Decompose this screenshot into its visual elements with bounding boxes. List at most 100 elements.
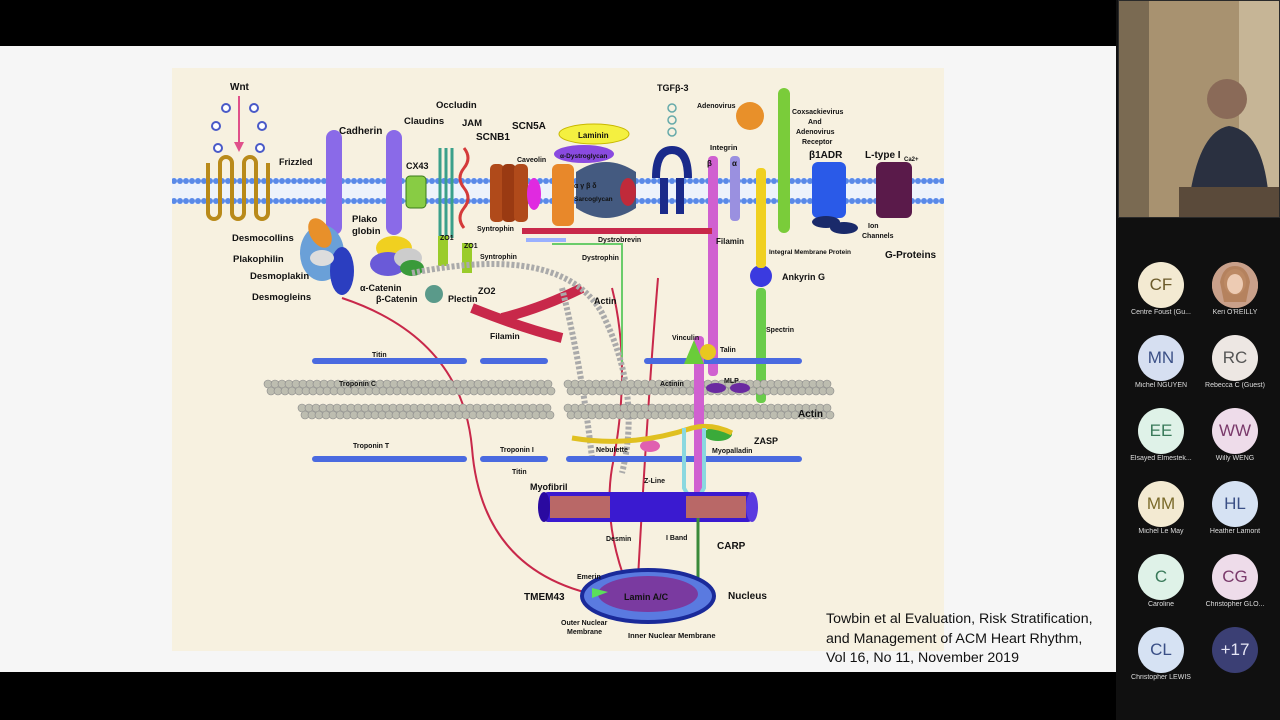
label-outer1: Outer Nuclear: [561, 620, 608, 627]
participant-avatar: WW: [1212, 408, 1258, 454]
participant-name: Elsayed Elmestek...: [1130, 455, 1192, 462]
label-nucleus: Nucleus: [728, 591, 767, 602]
label-acatenin: α-Catenin: [360, 283, 402, 293]
figure-labels: WntFrizzledCadherinClaudinsOccludinJAMSC…: [230, 82, 937, 640]
label-nebulette: Nebulette: [596, 447, 628, 454]
label-lamin: Lamin A/C: [624, 592, 669, 602]
label-b1adr: β1ADR: [809, 150, 843, 161]
participant-name: Keri O'REILLY: [1212, 309, 1258, 316]
speaker-silhouette: [1119, 1, 1279, 217]
label-dystrophin: Dystrophin: [582, 255, 619, 262]
label-plakoglobin: Plako: [352, 214, 378, 225]
label-laminin: Laminin: [578, 131, 609, 140]
label-actin: Actin: [594, 296, 617, 306]
label-sarcoglycan: Sarcoglycan: [574, 196, 613, 203]
label-desmocollins: Desmocollins: [232, 233, 294, 244]
speaker-video[interactable]: [1118, 0, 1280, 218]
label-tmem43: TMEM43: [524, 592, 565, 603]
participant-avatar: C: [1138, 554, 1184, 600]
label-outer2: Membrane: [567, 629, 602, 636]
label-scn5a: SCN5A: [512, 121, 546, 132]
label-actinin: Actinin: [660, 381, 684, 388]
label-tgfb3: TGFβ-3: [657, 83, 689, 93]
participant-avatar: EE: [1138, 408, 1184, 454]
label-filamin: Filamin: [716, 237, 744, 246]
myofibril: [538, 492, 758, 522]
label-coxsackie3: Adenovirus: [796, 129, 835, 136]
label-syntrophin: Syntrophin: [477, 226, 514, 233]
label-integrin_a: α: [732, 159, 737, 168]
diagram-svg: WntFrizzledCadherinClaudinsOccludinJAMSC…: [172, 82, 944, 640]
label-troponini: Troponin I: [500, 447, 534, 454]
citation-text: Towbin et al Evaluation, Risk Stratifica…: [826, 610, 1116, 669]
label-wnt: Wnt: [230, 82, 250, 93]
label-troponinc: Troponin C: [339, 381, 376, 388]
label-titin2: Titin: [512, 469, 527, 476]
participant-name: Christopher LEWIS: [1131, 674, 1191, 681]
label-occludin: Occludin: [436, 100, 477, 111]
participant-name: Christopher GLO...: [1205, 601, 1265, 608]
participant-name: Heather Lamont: [1209, 528, 1261, 535]
label-claudins: Claudins: [404, 116, 444, 127]
label-gproteins: G-Proteins: [885, 250, 937, 261]
participant-avatar: +17: [1212, 627, 1258, 673]
wnt-ligands: [211, 96, 267, 153]
label-actin2: Actin: [798, 409, 823, 420]
label-carp: CARP: [717, 541, 746, 552]
label-zo2: ZO2: [478, 286, 496, 296]
participant-photo: [1212, 262, 1258, 308]
label-troponint: Troponin T: [353, 443, 390, 450]
label-ltype-sub: Ca2+: [904, 157, 919, 163]
label-alpha_dystroglycan: α-Dystroglycan: [560, 153, 607, 160]
label-cadherin: Cadherin: [339, 126, 382, 137]
label-integrin: Integrin: [710, 143, 738, 152]
citation-line-1: Towbin et al Evaluation, Risk Stratifica…: [826, 611, 1093, 627]
participant-tile[interactable]: Keri O'REILLY: [1198, 258, 1272, 330]
participant-avatar: CG: [1212, 554, 1258, 600]
participant-avatar: CL: [1138, 627, 1184, 673]
label-sarco_greek: α γ β δ: [574, 183, 597, 190]
label-coxsackie2: And: [808, 119, 822, 126]
participant-tile[interactable]: +17: [1198, 623, 1272, 695]
label-ionch2: Channels: [862, 233, 894, 240]
label-plakoglobin2: globin: [352, 226, 381, 237]
participant-name: Caroline: [1147, 601, 1175, 608]
label-bcatenin: β-Catenin: [376, 294, 418, 304]
label-scnb1: SCNB1: [476, 132, 510, 143]
label-syntrophin2: Syntrophin: [480, 254, 517, 261]
label-coxsackie4: Receptor: [802, 139, 833, 146]
label-integrin_b: β: [707, 159, 712, 168]
frizzled-receptor: [206, 155, 270, 221]
label-coxsackie: Coxsackievirus: [792, 109, 843, 116]
label-desmin: Desmin: [606, 536, 631, 543]
label-zo1a: ZO1: [440, 235, 454, 242]
participant-avatar: CF: [1138, 262, 1184, 308]
citation-line-2: and Management of ACM Heart Rhythm,: [826, 630, 1083, 647]
label-filamin2: Filamin: [490, 331, 520, 341]
label-desmogleins: Desmogleins: [252, 292, 311, 303]
label-ankyrin: Ankyrin G: [782, 272, 825, 282]
scn5a-channel: [490, 164, 541, 222]
label-emerin: Emerin: [577, 574, 601, 581]
participant-avatar: HL: [1212, 481, 1258, 527]
label-vinculin: Vinculin: [672, 335, 699, 342]
label-myofibril: Myofibril: [530, 482, 568, 492]
label-talin: Talin: [720, 347, 736, 354]
label-zasp: ZASP: [754, 436, 778, 446]
label-zo1b: ZO1: [464, 243, 478, 250]
b1adr-receptor: [812, 162, 858, 234]
participant-avatar: MM: [1138, 481, 1184, 527]
